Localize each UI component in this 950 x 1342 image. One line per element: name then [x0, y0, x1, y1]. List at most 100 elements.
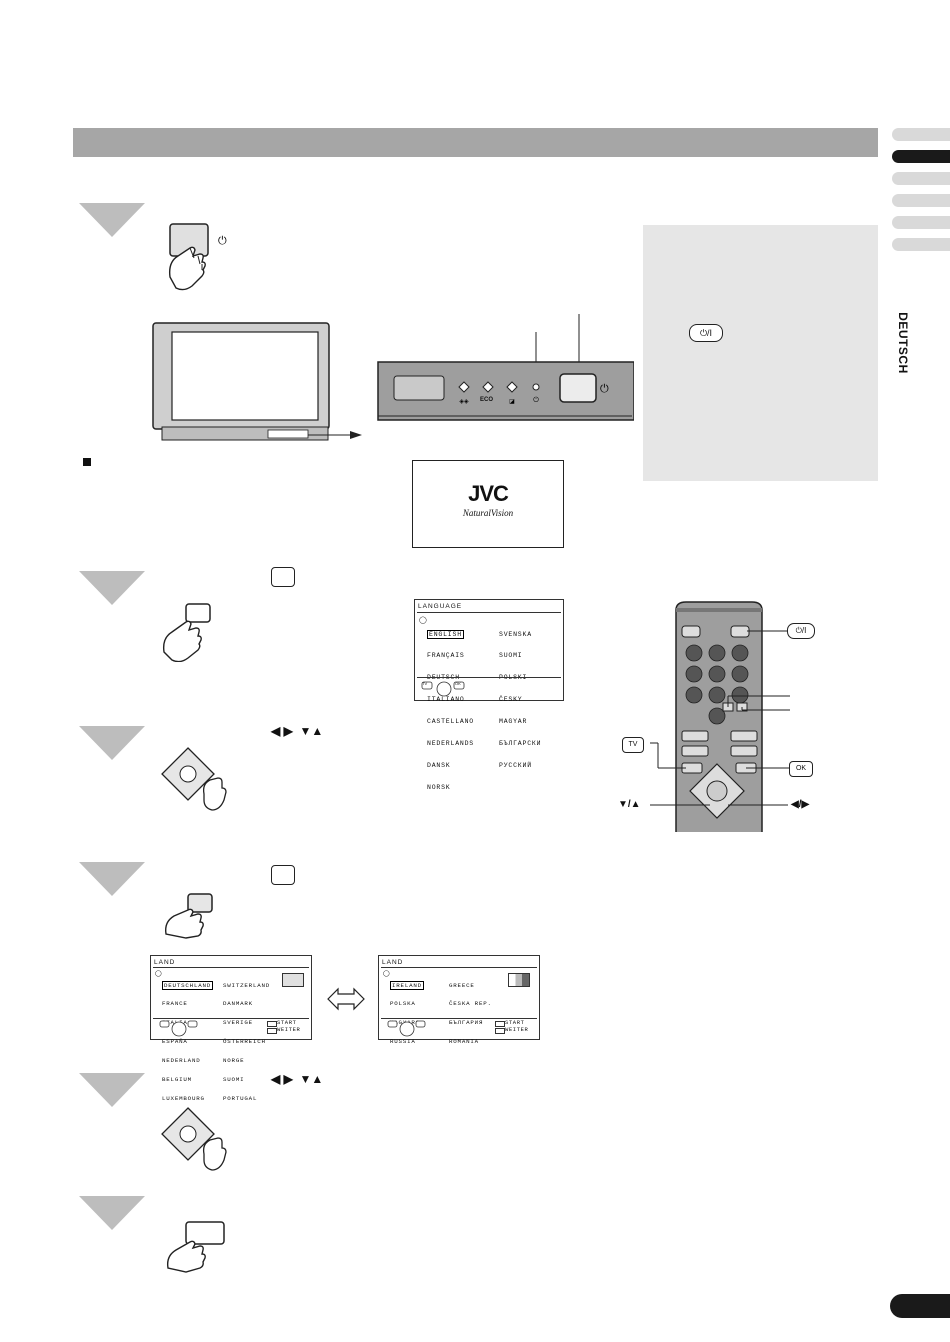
country-option[interactable]: BELGIUM: [162, 1076, 192, 1084]
language-option[interactable]: SUOMI: [499, 652, 523, 660]
country-option[interactable]: PORTUGAL: [223, 1094, 258, 1102]
country-option[interactable]: SUOMI: [223, 1076, 245, 1084]
ok-button-symbol: [271, 865, 295, 885]
cursor-icon: ◯: [383, 971, 390, 977]
country-option[interactable]: ÖSTERREICH: [223, 1038, 266, 1046]
menu-button-symbol: [271, 567, 295, 587]
remote-control-illustration: [650, 601, 790, 832]
language-option[interactable]: NORSK: [427, 783, 451, 791]
land-list-col1: IRELAND POLSKA MAGYARO. RUSSIA: [390, 970, 424, 1058]
country-option[interactable]: SWITZERLAND: [223, 981, 271, 989]
button-press-illustration: [164, 893, 213, 939]
language-option[interactable]: MAGYAR: [499, 718, 528, 726]
country-option[interactable]: FRANCE: [162, 1000, 188, 1008]
arrow-keys-label: ◀ ▶ ▼▲: [271, 724, 324, 738]
language-option[interactable]: CASTELLANO: [427, 718, 475, 726]
country-option[interactable]: ROMANIA: [449, 1038, 479, 1046]
osd-nav-icon: [421, 681, 465, 697]
remote-left-right-label: ◀/▶: [791, 799, 810, 810]
language-list-col1: ENGLISH FRANÇAIS DEUTSCH ITALIANO CASTEL…: [427, 616, 474, 806]
remote-tv-label: TV: [622, 737, 644, 753]
country-option[interactable]: БЪЛГАРИЯ: [449, 1019, 484, 1027]
language-list-col2: SVENSKA SUOMI POLSKI ČESKY MAGYAR БЪЛГАР…: [499, 616, 541, 784]
country-option[interactable]: ESPAÑA: [162, 1038, 188, 1046]
language-option[interactable]: DANSK: [427, 761, 451, 769]
country-option[interactable]: NORGE: [223, 1057, 245, 1065]
jvc-logo: JVC: [468, 481, 509, 506]
language-option[interactable]: ENGLISH: [427, 629, 464, 639]
language-option[interactable]: РУССКИЙ: [499, 761, 532, 769]
flag-preview: [282, 973, 304, 987]
land-menu-title: LAND: [382, 959, 404, 966]
weiter-color-key: [495, 1028, 505, 1034]
start-label: START: [277, 1019, 297, 1026]
step-marker: [79, 726, 145, 760]
land-list-col2: SWITZERLAND DANMARK SVERIGE ÖSTERREICH N…: [223, 970, 270, 1115]
arrow-keys-label: ◀ ▶ ▼▲: [271, 1072, 324, 1086]
tv-front-panel-zoom: ⏻ ⏻ ◈◈ ◪: [377, 314, 634, 421]
country-option[interactable]: NEDERLAND: [162, 1057, 201, 1065]
language-option[interactable]: POLSKI: [499, 674, 541, 681]
osd-tv-label: TV: [422, 681, 428, 686]
note-panel: ⏻/I: [643, 225, 878, 481]
svg-text:⏻: ⏻: [600, 382, 609, 395]
start-label: START: [505, 1019, 525, 1026]
step-marker: [79, 862, 145, 896]
country-option[interactable]: DEUTSCHLAND: [162, 980, 214, 990]
weiter-label: WEITER: [505, 1026, 529, 1033]
language-tab-active[interactable]: [892, 150, 950, 163]
step-marker: [79, 203, 145, 237]
svg-text:⏻: ⏻: [533, 396, 539, 404]
land-osd-menu-page2: LAND ◯ IRELAND POLSKA MAGYARO. RUSSIA GR…: [378, 955, 540, 1045]
country-option[interactable]: ČESKA REP.: [449, 1000, 492, 1008]
remote-down-up-label: ▼/▲: [618, 799, 641, 810]
power-button-press-illustration: ⏻: [168, 223, 227, 291]
country-option[interactable]: LUXEMBOURG: [162, 1094, 205, 1102]
land-osd-menu-page1: LAND ◯ DEUTSCHLAND FRANCE ITALIA ESPAÑA …: [150, 955, 312, 1102]
cursor-icon: ◯: [155, 971, 162, 977]
country-option[interactable]: ITALIA: [162, 1019, 188, 1027]
language-option[interactable]: ITALIANO: [427, 696, 465, 704]
naturalvision-logo: NaturalVision: [462, 508, 514, 518]
section-header-bar: [73, 128, 878, 157]
cursor-icon: ◯: [419, 617, 427, 624]
language-tab[interactable]: [892, 238, 950, 251]
language-option[interactable]: SVENSKA: [499, 630, 532, 638]
step-marker: [79, 571, 145, 605]
page-number-badge: [890, 1294, 950, 1318]
dpad-press-illustration: [161, 1107, 227, 1171]
svg-text:⏻: ⏻: [218, 234, 227, 247]
bullet-square: [83, 458, 91, 466]
button-press-illustration: [166, 1221, 225, 1273]
language-menu-title: LANGUAGE: [418, 603, 463, 610]
language-tab[interactable]: [892, 216, 950, 229]
language-option[interactable]: БЪЛГАРСКИ: [499, 740, 542, 748]
land-list-col1: DEUTSCHLAND FRANCE ITALIA ESPAÑA NEDERLA…: [162, 970, 214, 1115]
language-option[interactable]: ČESKY: [499, 696, 523, 704]
double-arrow-icon: [327, 987, 365, 1011]
language-tab[interactable]: [892, 128, 950, 141]
country-option[interactable]: SVERIGE: [223, 1019, 253, 1027]
step-marker: [79, 1073, 145, 1107]
osd-nav-icon: [387, 1020, 426, 1037]
language-option[interactable]: FRANÇAIS: [427, 652, 465, 660]
button-press-illustration: [162, 603, 211, 662]
power-button-symbol: ⏻/I: [689, 324, 723, 342]
language-tab[interactable]: [892, 172, 950, 185]
country-option[interactable]: IRELAND: [390, 980, 424, 990]
tv-set-illustration: [152, 322, 362, 441]
country-option[interactable]: DANMARK: [223, 1000, 253, 1008]
language-tab[interactable]: [892, 194, 950, 207]
sidebar-language-label: DEUTSCH: [896, 311, 910, 374]
language-option[interactable]: NEDERLANDS: [427, 740, 475, 748]
remote-power-label: ⏻/I: [787, 623, 815, 639]
start-color-key: [267, 1021, 277, 1027]
language-osd-menu: LANGUAGE ◯ ENGLISH FRANÇAIS DEUTSCH ITAL…: [414, 599, 564, 791]
land-menu-title: LAND: [154, 959, 176, 966]
svg-text:◪: ◪: [509, 398, 515, 405]
osd-ok-label: OK: [455, 681, 461, 686]
country-option[interactable]: GREECE: [449, 981, 475, 989]
country-option[interactable]: RUSSIA: [390, 1038, 416, 1046]
svg-text:◈◈: ◈◈: [459, 398, 469, 405]
country-option[interactable]: POLSKA: [390, 1000, 416, 1008]
